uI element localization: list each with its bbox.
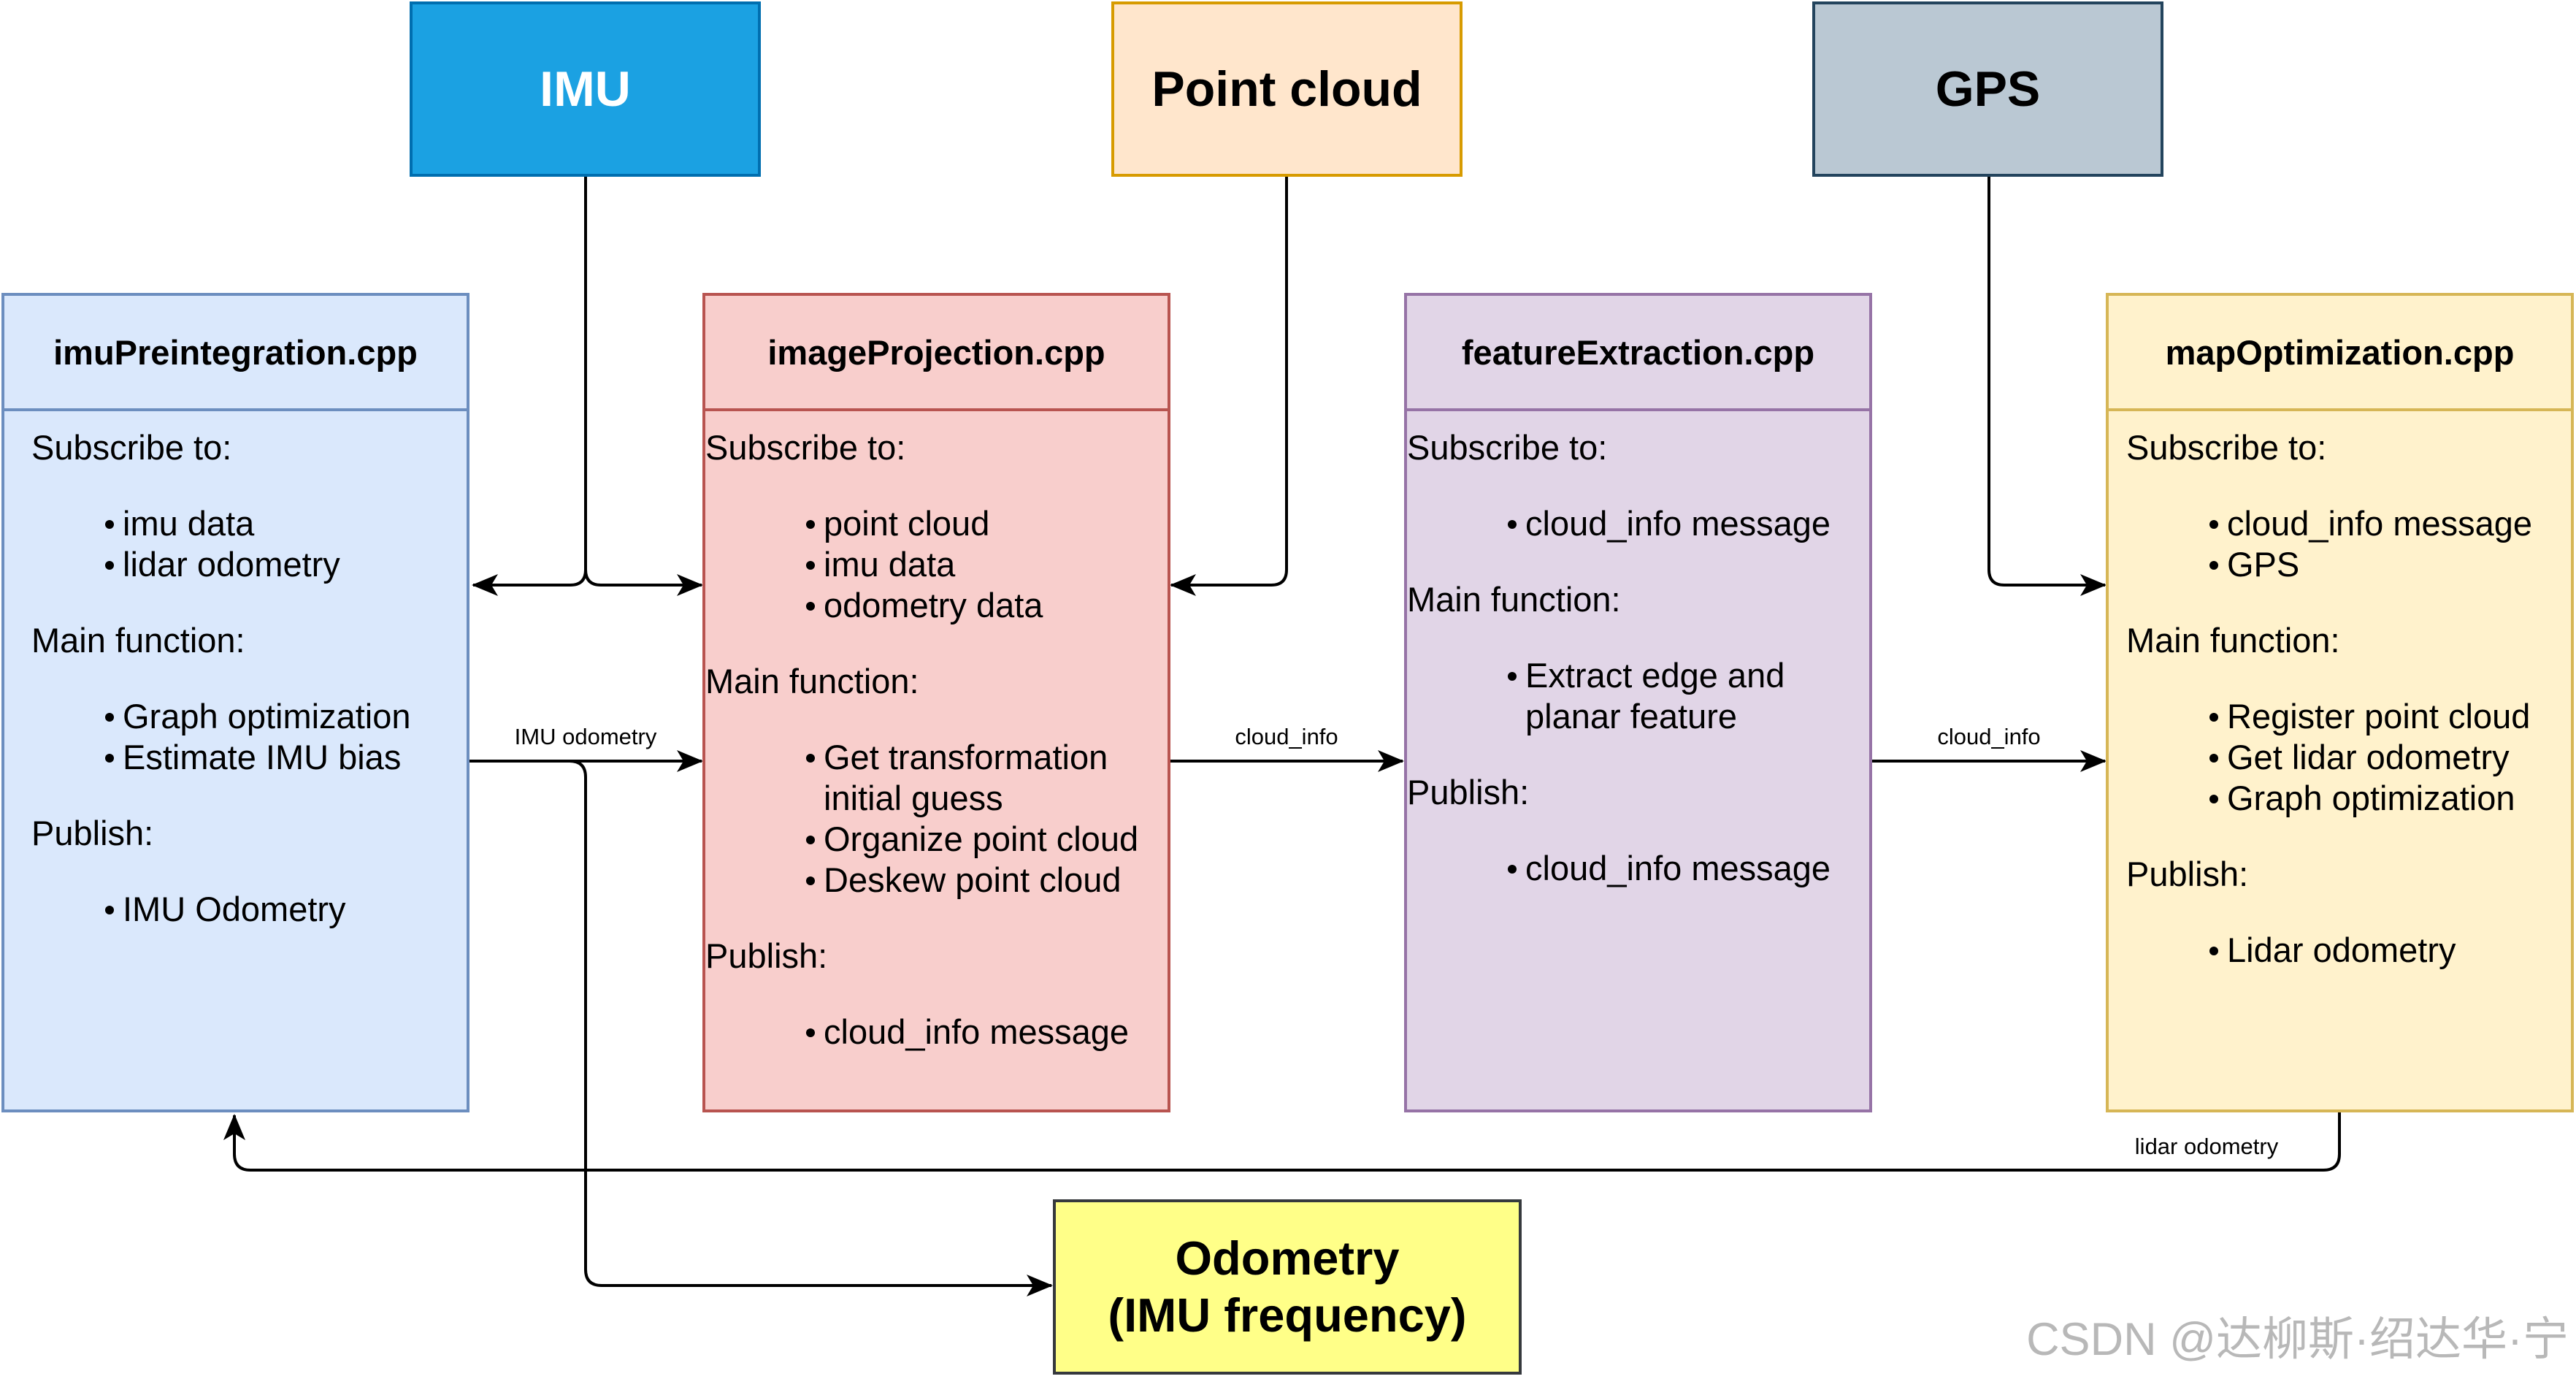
edge-label-imu-odometry: IMU odometry [511,724,660,750]
main-function-list: Extract edge and planar feature [1407,655,1869,737]
subscribe-list: cloud_info message GPS [2109,503,2571,585]
edge-imu-to-imupreintegration [472,175,587,596]
edge-label-cloud-info-1: cloud_info [1232,724,1341,750]
publish-label: Publish: [31,814,154,852]
subscribe-label: Subscribe to: [31,428,232,467]
list-item: Extract edge and planar feature [1407,655,1869,737]
list-item: imu data [4,503,467,544]
list-item: point cloud [705,503,1168,544]
module-title: mapOptimization.cpp [2165,332,2515,372]
imu-source-box: IMU [410,1,761,177]
module-title: featureExtraction.cpp [1461,332,1815,372]
main-function-label: Main function: [31,621,245,660]
main-function-list: Get transformation initial guess Organiz… [705,737,1168,901]
subscribe-list: point cloud imu data odometry data [705,503,1168,626]
odometry-output-subtitle: (IMU frequency) [1108,1288,1467,1342]
publish-label: Publish: [1407,773,1530,811]
imupreintegration-module-body: Subscribe to: imu data lidar odometry Ma… [4,411,467,930]
imageprojection-module-body: Subscribe to: point cloud imu data odome… [705,411,1168,1053]
mapoptimization-module-header: mapOptimization.cpp [2109,296,2571,411]
list-item: cloud_info message [1407,503,1869,544]
watermark-text: CSDN @达柳斯·绍达华·宁 [2026,1314,2569,1365]
odometry-output-box: Odometry (IMU frequency) [1053,1199,1522,1375]
list-item: Lidar odometry [2109,930,2571,971]
pointcloud-source-box: Point cloud [1111,1,1463,177]
subscribe-label: Subscribe to: [705,428,906,467]
main-function-label: Main function: [1407,580,1621,619]
edge-gps-to-mapoptimization [1987,175,2107,596]
odometry-output-title: Odometry [1175,1231,1400,1285]
publish-list: Lidar odometry [2109,930,2571,971]
edge-pointcloud-to-imageprojection [1170,175,1288,596]
list-item: Deskew point cloud [705,860,1168,901]
main-function-label: Main function: [705,662,919,700]
list-item: imu data [705,544,1168,585]
main-function-label: Main function: [2126,621,2340,660]
imageprojection-module-header: imageProjection.cpp [705,296,1168,411]
list-item: Graph optimization [4,696,467,737]
mapoptimization-module-body: Subscribe to: cloud_info message GPS Mai… [2109,411,2571,971]
featureextraction-module: featureExtraction.cpp Subscribe to: clou… [1404,293,1872,1112]
edge-label-lidar-odometry: lidar odometry [2131,1134,2282,1160]
edge-imupreintegration-to-odometry [569,760,1053,1296]
edge-imu-to-imageprojection [584,569,703,596]
module-title: imageProjection.cpp [767,332,1105,372]
main-function-list: Graph optimization Estimate IMU bias [4,696,467,778]
list-item: Get transformation initial guess [705,737,1168,819]
pointcloud-source-label: Point cloud [1151,61,1422,117]
publish-list: cloud_info message [1407,848,1869,889]
featureextraction-module-body: Subscribe to: cloud_info message Main fu… [1407,411,1869,889]
gps-source-label: GPS [1935,61,2041,117]
main-function-list: Register point cloud Get lidar odometry … [2109,696,2571,819]
subscribe-label: Subscribe to: [1407,428,1608,467]
list-item: GPS [2109,544,2571,585]
list-item: IMU Odometry [4,889,467,930]
gps-source-box: GPS [1812,1,2163,177]
list-item: odometry data [705,585,1168,626]
mapoptimization-module: mapOptimization.cpp Subscribe to: cloud_… [2106,293,2574,1112]
imu-source-label: IMU [540,61,631,117]
list-item: Estimate IMU bias [4,737,467,778]
list-item: cloud_info message [705,1012,1168,1053]
imupreintegration-module: imuPreintegration.cpp Subscribe to: imu … [1,293,469,1112]
subscribe-list: cloud_info message [1407,503,1869,544]
publish-list: IMU Odometry [4,889,467,930]
subscribe-label: Subscribe to: [2126,428,2327,467]
imupreintegration-module-header: imuPreintegration.cpp [4,296,467,411]
module-title: imuPreintegration.cpp [53,332,418,372]
subscribe-list: imu data lidar odometry [4,503,467,585]
publish-label: Publish: [2126,855,2249,893]
list-item: Register point cloud [2109,696,2571,737]
featureextraction-module-header: featureExtraction.cpp [1407,296,1869,411]
publish-list: cloud_info message [705,1012,1168,1053]
publish-label: Publish: [705,936,828,975]
list-item: lidar odometry [4,544,467,585]
list-item: Graph optimization [2109,778,2571,819]
imageprojection-module: imageProjection.cpp Subscribe to: point … [702,293,1170,1112]
list-item: Organize point cloud [705,819,1168,860]
edge-label-cloud-info-2: cloud_info [1934,724,2044,750]
edge-mapoptimization-to-imupreintegration [223,1112,2341,1172]
list-item: cloud_info message [1407,848,1869,889]
list-item: Get lidar odometry [2109,737,2571,778]
list-item: cloud_info message [2109,503,2571,544]
